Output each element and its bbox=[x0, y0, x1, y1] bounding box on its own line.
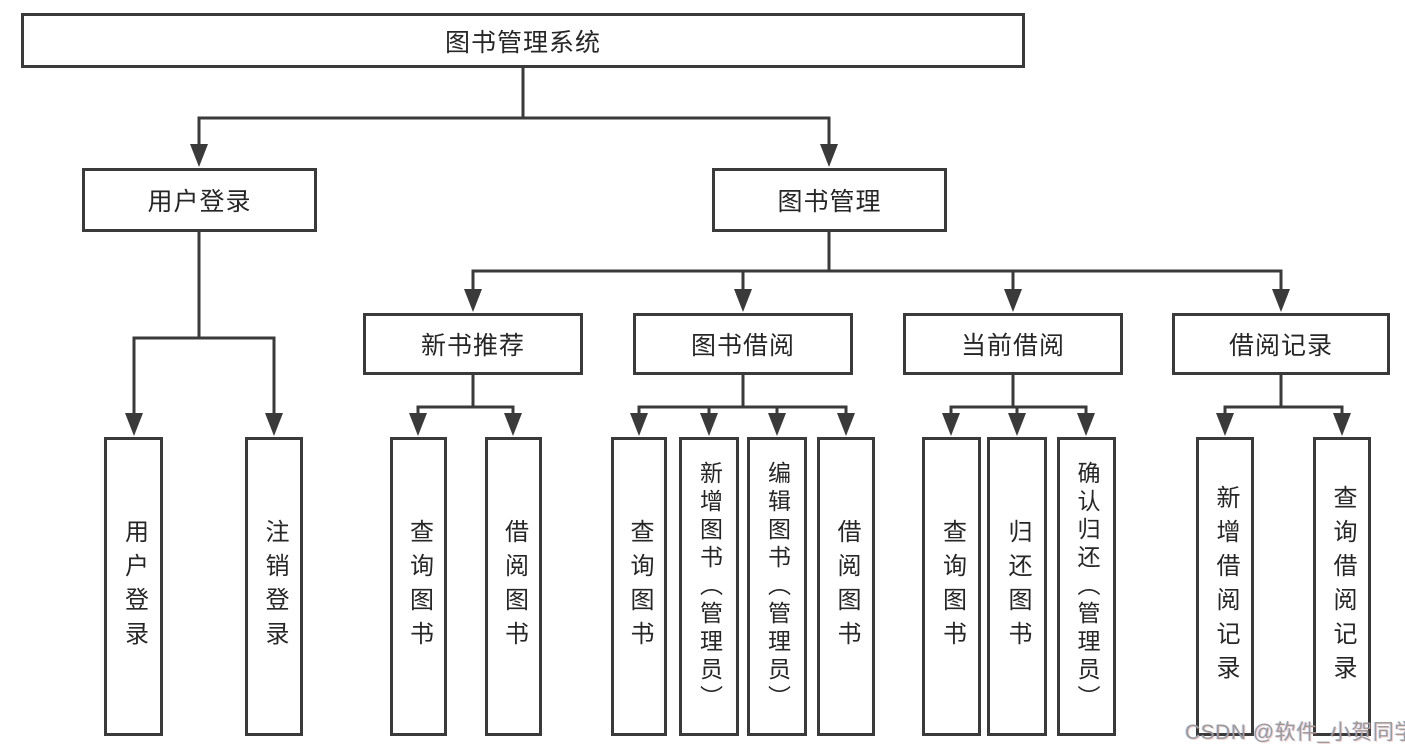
node-book-management: 图书管理 bbox=[712, 168, 947, 232]
node-label: 确认归还（管理员） bbox=[1074, 460, 1100, 713]
node-label: 借阅图书 bbox=[500, 518, 528, 655]
node-label: 图书管理 bbox=[777, 188, 882, 216]
node-label: 借阅图书 bbox=[833, 518, 860, 655]
node-label: 借阅记录 bbox=[1228, 332, 1333, 360]
node-label: 查询借阅记录 bbox=[1329, 484, 1356, 689]
node-leaf-user-login: 用户登录 bbox=[104, 437, 163, 736]
node-leaf-query-borrow-record: 查询借阅记录 bbox=[1313, 437, 1371, 736]
node-label: 注销登录 bbox=[261, 518, 288, 655]
node-label: 图书管理系统 bbox=[444, 28, 601, 57]
node-leaf-add-borrow-record: 新增借阅记录 bbox=[1196, 437, 1254, 736]
node-label: 编辑图书（管理员） bbox=[764, 460, 791, 713]
node-new-book-recommend: 新书推荐 bbox=[363, 313, 583, 375]
node-label: 查询图书 bbox=[938, 518, 966, 655]
node-leaf-edit-books-admin: 编辑图书（管理员） bbox=[747, 437, 807, 736]
node-user-login: 用户登录 bbox=[82, 168, 317, 232]
node-leaf-query-books-3: 查询图书 bbox=[922, 437, 981, 736]
node-label: 用户登录 bbox=[120, 518, 148, 655]
node-label: 用户登录 bbox=[147, 188, 252, 216]
csdn-watermark: CSDN @软件_小贺同学 bbox=[1185, 721, 1405, 744]
node-leaf-borrow-books-1: 借阅图书 bbox=[485, 437, 542, 736]
node-label: 查询图书 bbox=[626, 518, 653, 655]
node-label: 查询图书 bbox=[405, 518, 433, 655]
node-label: 当前借阅 bbox=[960, 332, 1065, 360]
node-current-borrow: 当前借阅 bbox=[903, 313, 1123, 375]
node-label: 归还图书 bbox=[1004, 518, 1031, 655]
node-leaf-borrow-books-2: 借阅图书 bbox=[817, 437, 875, 736]
node-leaf-query-books-2: 查询图书 bbox=[611, 437, 667, 736]
node-label: 图书借阅 bbox=[690, 332, 795, 360]
node-leaf-confirm-return-admin: 确认归还（管理员） bbox=[1057, 437, 1116, 736]
node-label: 新增借阅记录 bbox=[1212, 484, 1239, 689]
node-book-borrow: 图书借阅 bbox=[633, 313, 853, 375]
node-label: 新书推荐 bbox=[420, 332, 525, 360]
node-label: 新增图书（管理员） bbox=[696, 460, 723, 713]
node-borrow-records: 借阅记录 bbox=[1172, 313, 1390, 375]
node-root: 图书管理系统 bbox=[21, 13, 1025, 68]
node-leaf-logout: 注销登录 bbox=[245, 437, 303, 736]
node-leaf-return-books: 归还图书 bbox=[987, 437, 1047, 736]
node-leaf-add-books-admin: 新增图书（管理员） bbox=[679, 437, 739, 736]
arrowheads bbox=[125, 144, 1351, 436]
node-leaf-query-books-1: 查询图书 bbox=[390, 437, 447, 736]
